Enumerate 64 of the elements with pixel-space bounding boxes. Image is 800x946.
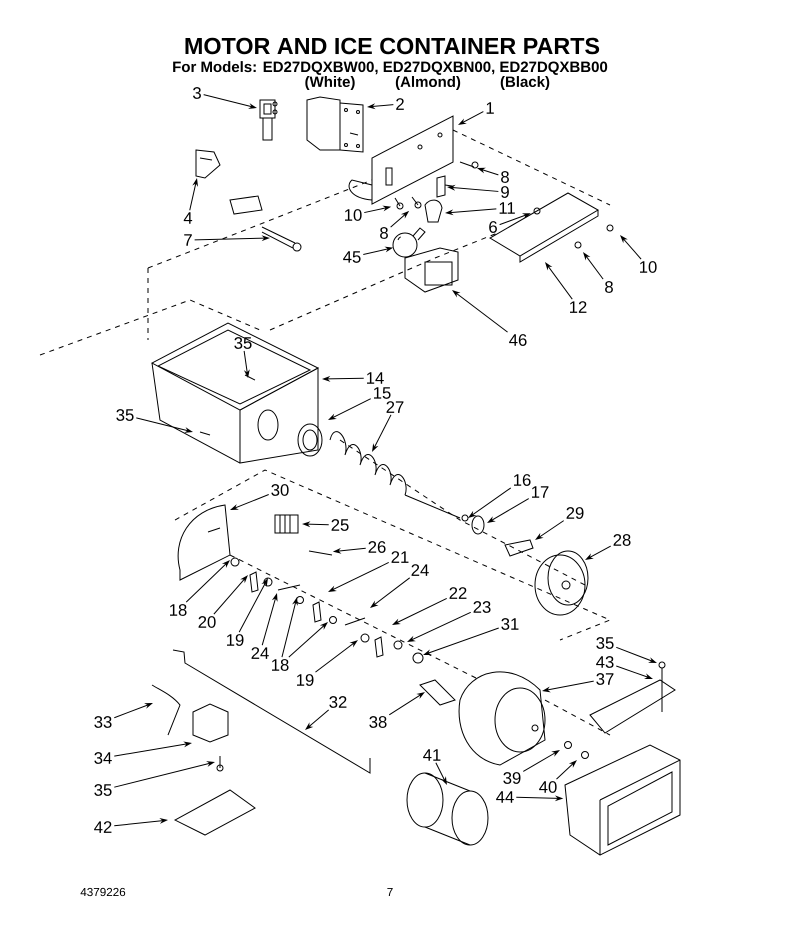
callout-number: 19	[297, 674, 314, 686]
callout-number: 12	[570, 301, 586, 313]
callout-number: 34	[94, 752, 112, 764]
callout-number: 8	[380, 227, 388, 239]
callout-number: 35	[596, 637, 614, 649]
callout-number: 18	[272, 659, 289, 671]
callout-number: 14	[367, 372, 384, 384]
callout-number: 7	[184, 234, 192, 246]
callout-number: 46	[509, 334, 527, 346]
callout-number: 38	[369, 716, 387, 728]
callout-number: 24	[252, 647, 269, 659]
title: MOTOR AND ICE CONTAINER PARTS	[186, 38, 600, 54]
color-note: (Black)	[500, 76, 550, 90]
callout-number: 10	[345, 209, 362, 221]
callout-number: 20	[198, 616, 216, 628]
callout-number: 25	[332, 519, 349, 531]
callout-number: 29	[566, 507, 584, 519]
callout-number: 42	[94, 821, 112, 833]
callout-number: 45	[343, 251, 361, 263]
callout-number: 18	[170, 604, 187, 616]
part-number: 4379226	[80, 888, 126, 896]
callout-number: 39	[503, 772, 520, 784]
callout-number: 17	[532, 486, 548, 498]
callout-number: 2	[396, 98, 404, 110]
callout-number: 27	[386, 401, 404, 413]
callout-number: 41	[423, 749, 440, 761]
callout-number: 23	[474, 601, 491, 613]
callout-number: 10	[640, 261, 657, 273]
callout-number: 24	[412, 564, 429, 576]
color-note: (White)	[305, 76, 355, 90]
callout-number: 30	[271, 484, 289, 496]
callout-number: 35	[94, 784, 112, 796]
callout-number: 26	[368, 541, 386, 553]
callout-number: 35	[116, 409, 134, 421]
callout-number: 8	[605, 281, 613, 293]
callout-number: 3	[193, 87, 201, 99]
page-number: 7	[387, 888, 393, 896]
callout-number: 8	[501, 171, 509, 183]
callout-number: 33	[94, 716, 112, 728]
callout-number: 32	[329, 696, 346, 708]
callout-number: 21	[392, 551, 408, 563]
bolt-drawing	[412, 196, 422, 208]
callout-number: 22	[450, 587, 466, 599]
callout-number: 11	[500, 202, 515, 214]
callout-number: 19	[227, 634, 244, 646]
callout-number: 4	[184, 212, 192, 224]
clip-drawing	[534, 208, 540, 215]
callout-number: 6	[489, 221, 497, 233]
callout-number: 28	[614, 534, 631, 546]
bulb-drawing	[392, 227, 426, 258]
model-list: For Models: ED27DQXBW00, ED27DQXBN00, ED27DQXBB00	[173, 61, 608, 75]
callout-number: 37	[596, 673, 614, 685]
callout-number: 31	[501, 618, 518, 630]
callout-number: 44	[496, 791, 514, 803]
callout-number: 16	[514, 474, 531, 486]
bolt-drawing	[394, 198, 404, 210]
callout-number: 40	[539, 781, 557, 793]
callout-number: 1	[486, 102, 494, 114]
pin-drawing	[308, 550, 332, 556]
callout-number: 43	[596, 656, 614, 668]
callout-number: 15	[374, 387, 391, 399]
color-note: (Almond)	[396, 76, 460, 90]
callout-number: 35	[234, 337, 252, 349]
callout-number: 9	[501, 186, 509, 198]
